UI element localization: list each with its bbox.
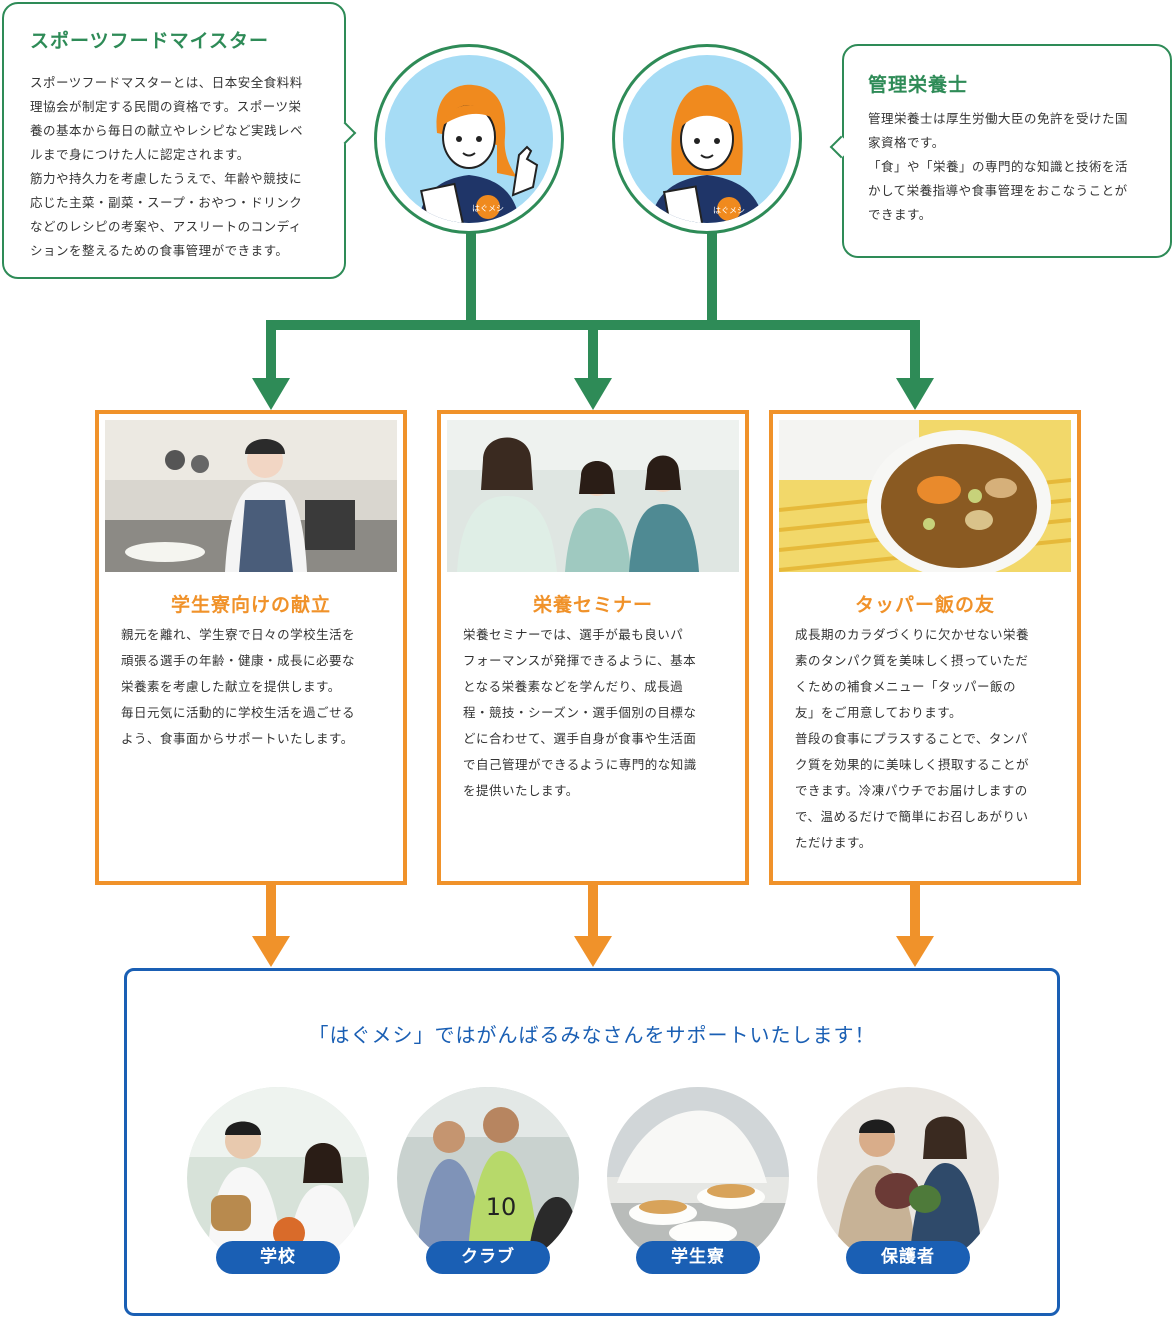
audience-label: 学生寮 [636,1241,760,1274]
role-description: スポーツフードマスターとは、日本安全食料料 理協会が制定する民間の資格です。スポ… [30,75,304,258]
arrow-down-icon [896,378,934,410]
avatar-dietitian: はぐメシ [612,44,802,234]
club-photo: 10 [397,1087,579,1269]
svg-text:10: 10 [486,1193,517,1221]
service-title: 学生寮向けの献立 [170,594,331,616]
audience-label: 保護者 [846,1241,970,1274]
service-description: 成長期のカラダづくりに欠かせない栄養 素のタンパク質を美味しく摂っていただ くた… [795,627,1030,850]
woman-illustration: はぐメシ [650,85,764,223]
service-card-nutrition-seminar: 栄養セミナー 栄養セミナーでは、選手が最も良いパ フォーマンスが発揮できるように… [437,410,749,885]
audience-label: クラブ [426,1241,550,1274]
role-bubble-dietitian: 管理栄養士 管理栄養士は厚生労働大臣の免許を受けた国 家資格です。 「食」や「栄… [842,44,1172,258]
woman-pointing-illustration: はぐメシ [418,84,539,223]
support-title: 「はぐメシ」ではがんばるみなさんをサポートいたします！ [308,1023,876,1047]
role-title: スポーツフードマイスター [30,30,270,52]
service-title: 栄養セミナー [532,594,653,616]
audience-label: 学校 [216,1241,340,1274]
arrow-down-icon [896,936,934,967]
arrow-down-icon [574,936,612,967]
support-panel: 「はぐメシ」ではがんばるみなさんをサポートいたします！ 学校 [124,968,1060,1316]
audience-guardians: 保護者 [817,1087,999,1274]
logo-text: はぐメシ [472,204,504,213]
role-bubble-sports-food-meister: スポーツフードマイスター スポーツフードマスターとは、日本安全食料料 理協会が制… [2,2,346,279]
guardians-photo [817,1087,999,1269]
audience-school: 学校 [187,1087,369,1274]
food-photo [779,420,1071,572]
arrow-down-icon [574,378,612,410]
kitchen-photo [105,420,397,572]
seminar-photo [447,420,739,572]
service-title: タッパー飯の友 [854,594,995,616]
role-description: 管理栄養士は厚生労働大臣の免許を受けた国 家資格です。 「食」や「栄養」の専門的… [868,111,1129,222]
arrow-down-icon [252,936,290,967]
service-card-tupperware-rice: タッパー飯の友 成長期のカラダづくりに欠かせない栄養 素のタンパク質を美味しく摂… [769,410,1081,885]
audience-dormitory: 学生寮 [607,1087,789,1274]
arrow-down-icon [252,378,290,410]
logo-text: はぐメシ [713,206,745,215]
role-title: 管理栄養士 [868,74,969,96]
service-description: 親元を離れ、学生寮で日々の学校生活を 頑張る選手の年齢・健康・成長に必要な 栄養… [121,627,356,746]
avatar-sports-food-meister: はぐメシ [374,44,564,234]
audience-club: 10 クラブ [397,1087,579,1274]
service-card-dorm-menu: 学生寮向けの献立 親元を離れ、学生寮で日々の学校生活を 頑張る選手の年齢・健康・… [95,410,407,885]
service-description: 栄養セミナーでは、選手が最も良いパ フォーマンスが発揮できるように、基本 となる… [463,627,697,798]
